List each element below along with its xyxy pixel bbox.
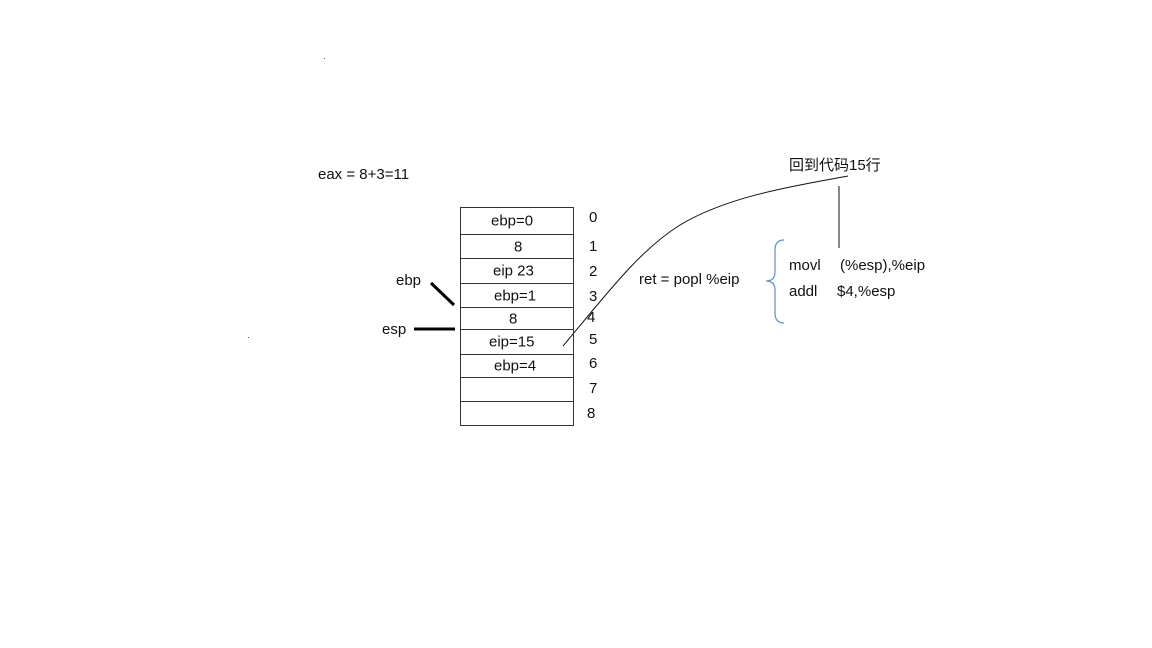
stack-cell: ebp=0 xyxy=(461,208,573,235)
stack-cell: 8 xyxy=(461,235,573,259)
ret-label: ret = popl %eip xyxy=(639,271,740,288)
stray-dot xyxy=(324,58,325,59)
instruction-op: movl xyxy=(789,257,821,274)
eax-note: eax = 8+3=11 xyxy=(318,166,410,183)
stack-index: 8 xyxy=(587,405,596,422)
stack-cell: 8 xyxy=(461,308,573,330)
ebp-pointer-label: ebp xyxy=(396,272,422,289)
stack-cell: ebp=4 xyxy=(461,355,573,378)
stack-cell: eip=15 xyxy=(461,330,573,355)
stack-table: ebp=0 8 eip 23 ebp=1 8 eip=15 ebp=4 xyxy=(460,207,574,426)
stray-dot xyxy=(248,337,249,338)
stack-index: 1 xyxy=(589,238,598,255)
esp-pointer-label: esp xyxy=(382,321,407,338)
instruction-brace xyxy=(765,239,785,324)
stack-cell xyxy=(461,402,573,426)
stack-cell xyxy=(461,378,573,402)
return-curve xyxy=(562,175,849,347)
stack-index: 4 xyxy=(587,309,596,326)
instruction-args: $4,%esp xyxy=(837,283,896,300)
instruction-op: addl xyxy=(789,283,818,300)
stack-index: 2 xyxy=(589,263,598,280)
ebp-pointer-line xyxy=(429,281,456,307)
return-note: 回到代码15行 xyxy=(789,157,881,174)
instruction-args: (%esp),%eip xyxy=(840,257,926,274)
stack-index: 7 xyxy=(589,380,598,397)
stack-index: 3 xyxy=(589,288,598,305)
stack-cell: ebp=1 xyxy=(461,284,573,308)
stack-cell: eip 23 xyxy=(461,259,573,284)
stack-index: 5 xyxy=(589,331,598,348)
stack-index: 6 xyxy=(589,355,598,372)
stack-index: 0 xyxy=(589,209,598,226)
